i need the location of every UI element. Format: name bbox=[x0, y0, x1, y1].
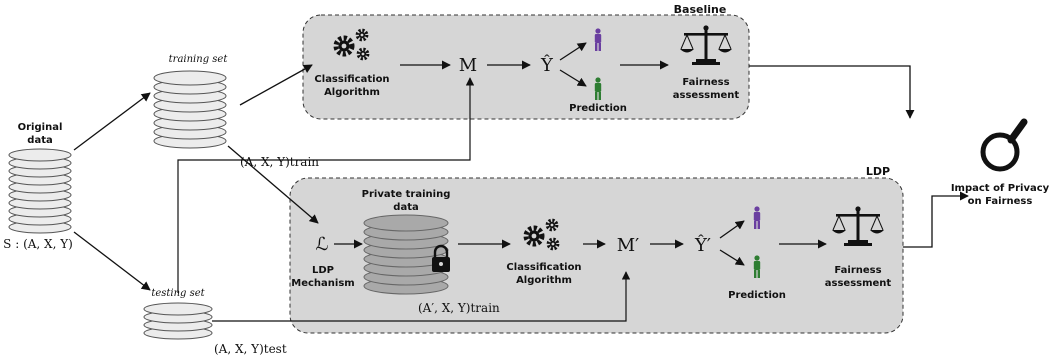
original-label-line2: data bbox=[27, 135, 52, 146]
ldp-private-line2: data bbox=[393, 202, 418, 213]
ldp-prediction-label: Prediction bbox=[728, 290, 786, 301]
arrow-testing-to-baseline-model bbox=[177, 77, 475, 293]
testing-set-label: testing set bbox=[151, 288, 205, 299]
arrow-testing-to-ldp-model bbox=[212, 271, 631, 322]
arrow-ldp-prediction-down bbox=[719, 249, 745, 266]
testing-set-database-icon bbox=[143, 302, 213, 340]
private-data-database-icon bbox=[363, 214, 449, 295]
training-set-database-icon bbox=[153, 70, 227, 149]
outcome-line1: Impact of Privacy bbox=[951, 183, 1050, 194]
training-set-label: training set bbox=[169, 54, 229, 65]
baseline-classification-line1: Classification bbox=[314, 74, 389, 85]
baseline-prediction-label: Prediction bbox=[569, 103, 627, 114]
ldp-classification-line2: Algorithm bbox=[516, 275, 572, 286]
ldp-mechanism-line2: Mechanism bbox=[291, 278, 354, 289]
ldp-panel bbox=[289, 177, 904, 334]
ldp-mechanism-line1: LDP bbox=[312, 265, 334, 276]
original-data-database-icon bbox=[8, 148, 72, 234]
ldp-classification-line1: Classification bbox=[506, 262, 581, 273]
arrow-ldp-prediction-up bbox=[719, 220, 745, 239]
training-formula: (A, X, Y)train bbox=[240, 155, 319, 169]
original-formula: S : (A, X, Y) bbox=[3, 237, 73, 251]
ldp-title: LDP bbox=[866, 165, 890, 178]
baseline-title: Baseline bbox=[674, 3, 727, 16]
testing-formula: (A, X, Y)test bbox=[214, 342, 287, 356]
arrow-original-to-testing bbox=[73, 231, 151, 291]
ldp-model-symbol: M′ bbox=[617, 235, 640, 256]
arrow-prediction-up bbox=[559, 42, 587, 61]
arrow-original-to-training bbox=[73, 92, 151, 151]
baseline-fairness-line2: assessment bbox=[673, 90, 740, 101]
baseline-prediction-symbol: Ŷ bbox=[540, 53, 554, 76]
arrow-prediction-down bbox=[559, 69, 587, 87]
outcome-line2: on Fairness bbox=[968, 196, 1033, 207]
original-label-line1: Original bbox=[18, 122, 63, 133]
arrow-ldp-to-outcome bbox=[903, 191, 969, 248]
arrow-training-to-mechanism bbox=[227, 145, 319, 224]
ldp-prediction-symbol: Ŷ′ bbox=[694, 233, 711, 256]
arrow-baseline-to-outcome bbox=[749, 65, 915, 119]
baseline-panel bbox=[302, 14, 750, 120]
baseline-fairness-line1: Fairness bbox=[682, 77, 729, 88]
ldp-fairness-line1: Fairness bbox=[834, 265, 881, 276]
ldp-fairness-line2: assessment bbox=[825, 278, 892, 289]
lock-icon bbox=[432, 244, 450, 272]
ldp-private-line1: Private training bbox=[362, 189, 451, 200]
ldp-private-formula: (A′, X, Y)train bbox=[418, 301, 500, 315]
arrow-training-to-baseline bbox=[239, 64, 313, 106]
magnifier-icon bbox=[980, 118, 1028, 172]
baseline-model-symbol: M bbox=[459, 55, 477, 76]
ldp-mechanism-symbol: ℒ bbox=[316, 234, 329, 255]
baseline-classification-line2: Algorithm bbox=[324, 87, 380, 98]
